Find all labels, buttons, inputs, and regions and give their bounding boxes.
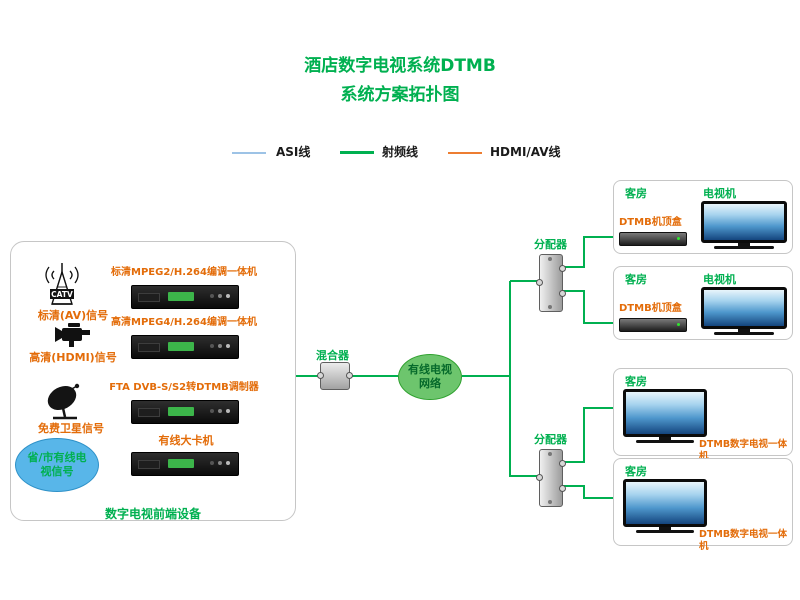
cable-cam-receiver-device [131,452,239,476]
mixer-output-port [346,372,353,379]
room3-label: 客房 [625,375,647,388]
tv-screen [701,287,787,329]
catv-tower-icon: CATV [45,263,79,305]
mixer-input-port [317,372,324,379]
rf-line-sp1-riser1 [583,236,585,268]
room1-stb-icon [619,232,687,246]
splitter1-input-port [536,279,543,286]
source-hdmi-label: 高清(HDMI)信号 [29,351,117,364]
rf-line-to-splitter2 [510,475,539,477]
splitter1-output1-port [559,265,566,272]
splitter1-label: 分配器 [534,238,567,251]
asi-line-swatch [232,152,266,154]
room1-box: 客房 电视机 DTMB机顶盒 [613,180,793,254]
device4-label: 有线大卡机 [158,434,214,447]
room3-device-label: DTMB数字电视一体机 [699,439,788,462]
splitter1-output2-port [559,290,566,297]
legend-hdmi-label: HDMI/AV线 [490,145,561,159]
room3-box: 客房 DTMB数字电视一体机 [613,368,793,462]
room3-tv-icon [623,389,707,443]
rf-line-trunk [509,281,511,477]
splitter2-output2-port [559,485,566,492]
hdmi-line-swatch [448,152,482,154]
room2-label: 客房 [625,273,647,286]
tv-screen [701,201,787,243]
tv-neck [659,527,671,530]
rf-line-sp2-out2 [561,485,584,487]
tv-base [713,332,775,335]
rf-line-to-room1 [584,236,618,238]
satellite-dish-icon [47,383,80,420]
title-line2: 系统方案拓扑图 [340,85,460,105]
device3-label: FTA DVB-S/S2转DTMB调制器 [109,382,259,393]
room1-tv-label: 电视机 [703,187,736,200]
splitter2-label: 分配器 [534,433,567,446]
splitter2-icon [536,449,566,507]
rf-line-sp1-out2 [561,290,584,292]
rf-line-to-splitter1 [510,280,539,282]
splitter2-output1-port [559,460,566,467]
video-camera-icon [55,323,90,347]
tv-screen [623,389,707,437]
tv-base [635,530,695,533]
mixer-label: 混合器 [316,349,349,362]
legend-asi-label: ASI线 [276,145,311,159]
room2-stb-label: DTMB机顶盒 [619,303,682,314]
room2-tv-label: 电视机 [703,273,736,286]
rf-line-network-out [462,375,510,377]
splitter2-input-port [536,474,543,481]
frontend-box: CATV 标清(AV)信号 高清(HDMI)信号 免费卫星信号 省/市有线电视信… [10,241,296,521]
source-sat-label: 免费卫星信号 [38,422,104,435]
room1-stb-label: DTMB机顶盒 [619,217,682,228]
room4-tv-icon [623,479,707,533]
tv-base [713,246,775,249]
room2-tv-icon [701,287,787,335]
tv-neck [738,243,750,246]
device2-label: 高清MPEG4/H.264编调一体机 [111,317,257,328]
encoder-sd-device [131,285,239,309]
rf-line-mixer-to-network [348,375,398,377]
room4-label: 客房 [625,465,647,478]
room2-box: 客房 电视机 DTMB机顶盒 [613,266,793,340]
splitter1-icon [536,254,566,312]
mixer-icon [317,362,353,390]
room4-box: 客房 DTMB数字电视一体机 [613,458,793,552]
room1-label: 客房 [625,187,647,200]
rf-line-sp2-riser2 [583,485,585,499]
cable-source-ellipse: 省/市有线电视信号 [15,438,99,492]
dtmb-modulator-device [131,400,239,424]
tv-neck [659,437,671,440]
rf-line-sp2-riser1 [583,407,585,463]
source-av-label: 标清(AV)信号 [37,309,109,322]
rf-line-sp1-riser2 [583,290,585,324]
tv-neck [738,329,750,332]
tv-screen [623,479,707,527]
tv-base [635,440,695,443]
encoder-hd-device [131,335,239,359]
legend-rf-label: 射频线 [382,145,419,159]
device1-label: 标清MPEG2/H.264编调一体机 [111,267,257,278]
room4-device-label: DTMB数字电视一体机 [699,529,788,552]
page-title: 酒店数字电视系统DTMB 系统方案拓扑图 [0,52,800,110]
rf-line-sp2-out1 [561,461,584,463]
rf-line-to-room4 [584,497,622,499]
catv-text: CATV [51,290,73,299]
rf-line-swatch [340,151,374,154]
room2-stb-icon [619,318,687,332]
cable-network-ellipse: 有线电视网络 [398,354,462,400]
rf-line-to-room3 [584,407,622,409]
frontend-title: 数字电视前端设备 [104,507,201,521]
rf-line-to-room2 [584,322,618,324]
room1-tv-icon [701,201,787,249]
title-line1: 酒店数字电视系统DTMB [304,56,496,76]
rf-line-sp1-out1 [561,266,584,268]
